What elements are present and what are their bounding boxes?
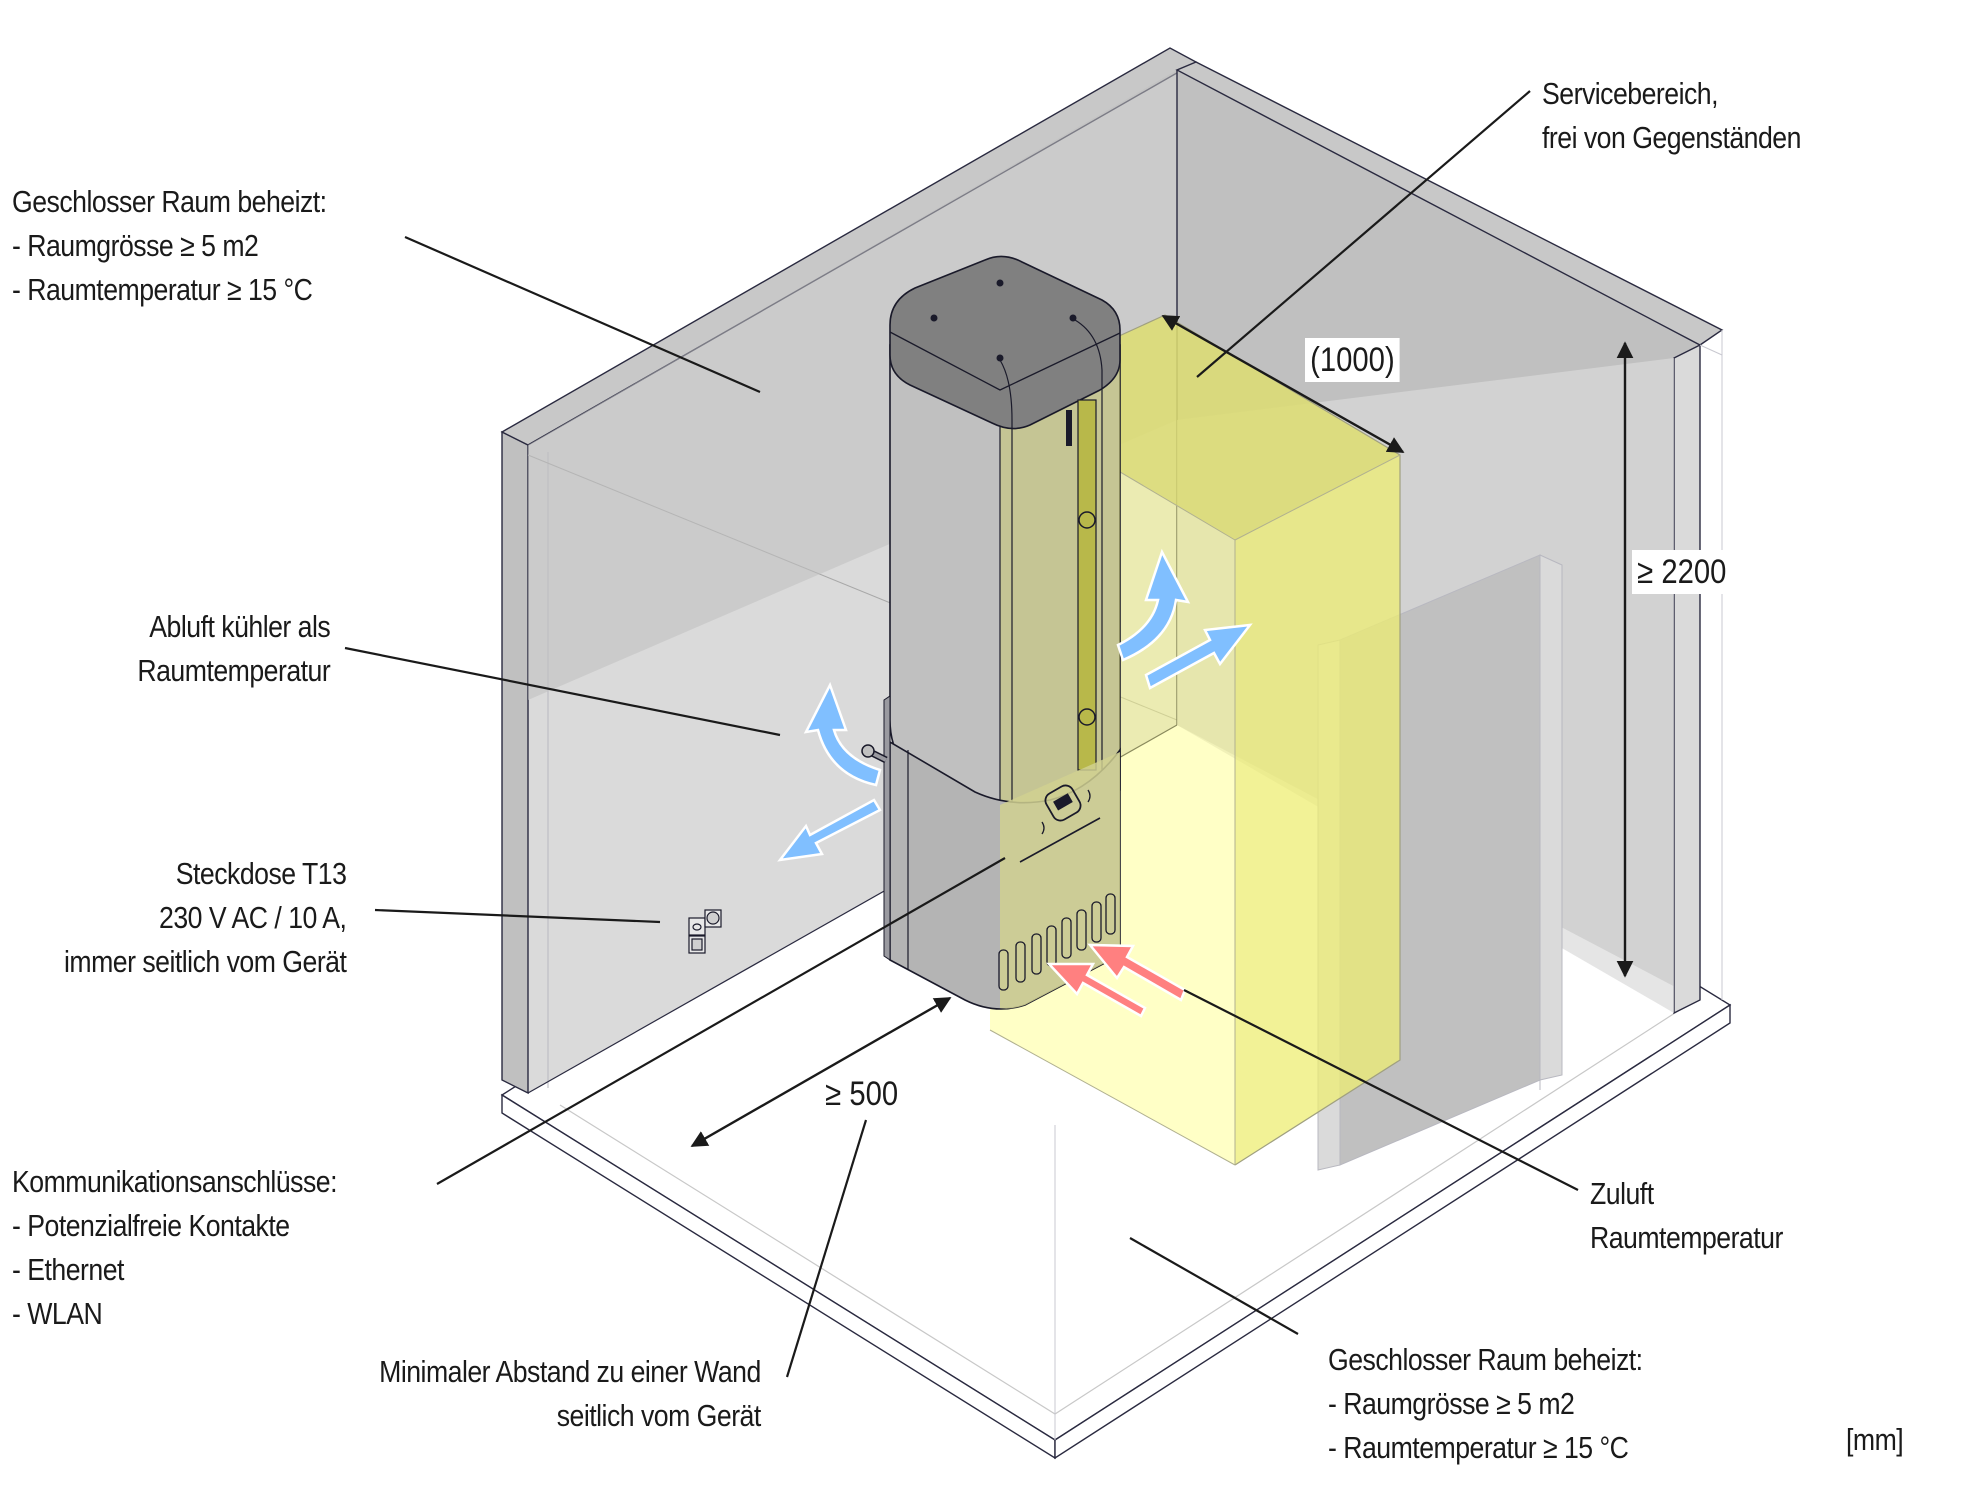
supply-arrows bbox=[1046, 943, 1187, 1018]
label-room-bottom-item: - Raumgrösse ≥ 5 m2 bbox=[1328, 1386, 1575, 1421]
label-room-bottom-item: - Raumtemperatur ≥ 15 °C bbox=[1328, 1430, 1629, 1465]
power-socket-icon bbox=[688, 909, 722, 954]
label-exhaust-air: Abluft kühler als Raumtemperatur bbox=[137, 605, 330, 693]
leader-supply bbox=[1183, 989, 1579, 1191]
label-socket-line: Steckdose T13 bbox=[175, 856, 346, 891]
label-min-distance-line: Minimaler Abstand zu einer Wand bbox=[379, 1354, 761, 1389]
units-label: [mm] bbox=[1846, 1422, 1904, 1457]
straight-arrow-icon bbox=[1144, 623, 1253, 690]
curved-arrow-icon bbox=[803, 681, 882, 787]
label-communication: Kommunikationsanschlüsse: - Potenzialfre… bbox=[12, 1160, 337, 1336]
leader-exhaust bbox=[344, 646, 781, 737]
label-room-top-item: - Raumtemperatur ≥ 15 °C bbox=[12, 272, 313, 307]
label-service-area: Servicebereich, frei von Gegenständen bbox=[1542, 72, 1801, 160]
leader-communication bbox=[436, 857, 1006, 1185]
label-room-bottom: Geschlosser Raum beheizt: - Raumgrösse ≥… bbox=[1328, 1338, 1643, 1470]
label-exhaust-air-line: Raumtemperatur bbox=[137, 653, 330, 688]
label-service-area-line: frei von Gegenständen bbox=[1542, 120, 1801, 155]
exhaust-arrows bbox=[777, 548, 1253, 862]
label-supply-air-line: Raumtemperatur bbox=[1590, 1220, 1783, 1255]
dimension-side-clearance: ≥ 500 bbox=[825, 1075, 899, 1113]
dimension-room-height: ≥ 2200 bbox=[1632, 550, 1732, 594]
leader-service-area bbox=[1196, 90, 1531, 378]
straight-arrow-icon bbox=[1087, 943, 1187, 1002]
label-room-top-item: - Raumgrösse ≥ 5 m2 bbox=[12, 228, 259, 263]
label-communication-title: Kommunikationsanschlüsse: bbox=[12, 1164, 337, 1199]
label-supply-air-line: Zuluft bbox=[1590, 1176, 1654, 1211]
service-depth-dimension bbox=[1161, 314, 1405, 454]
straight-arrow-icon bbox=[1046, 962, 1147, 1018]
leader-room-bottom bbox=[1129, 1237, 1299, 1335]
side-clearance-dimension bbox=[690, 996, 952, 1148]
label-communication-item: - WLAN bbox=[12, 1296, 103, 1331]
curved-arrow-icon bbox=[1116, 548, 1191, 662]
heat-pump-appliance bbox=[861, 255, 1121, 1010]
label-communication-item: - Potenzialfreie Kontakte bbox=[12, 1208, 290, 1243]
leader-socket bbox=[374, 908, 661, 924]
label-min-distance: Minimaler Abstand zu einer Wand seitlich… bbox=[379, 1350, 761, 1438]
straight-arrow-icon bbox=[777, 798, 882, 862]
dimension-lines bbox=[690, 314, 1634, 1148]
leader-room-top bbox=[404, 235, 761, 394]
dimension-service-depth: (1000) bbox=[1305, 338, 1400, 382]
label-min-distance-line: seitlich vom Gerät bbox=[556, 1398, 762, 1433]
label-service-area-line: Servicebereich, bbox=[1542, 76, 1719, 111]
label-socket: Steckdose T13 230 V AC / 10 A, immer sei… bbox=[63, 852, 347, 984]
leader-lines bbox=[344, 90, 1579, 1378]
label-socket-line: immer seitlich vom Gerät bbox=[63, 944, 347, 979]
label-room-top-title: Geschlosser Raum beheizt: bbox=[12, 184, 327, 219]
label-room-top: Geschlosser Raum beheizt: - Raumgrösse ≥… bbox=[12, 180, 327, 312]
label-exhaust-air-line: Abluft kühler als bbox=[149, 609, 330, 644]
label-socket-line: 230 V AC / 10 A, bbox=[158, 900, 347, 935]
label-communication-item: - Ethernet bbox=[12, 1252, 124, 1287]
leader-min-distance bbox=[785, 1119, 868, 1378]
label-room-bottom-title: Geschlosser Raum beheizt: bbox=[1328, 1342, 1643, 1377]
label-supply-air: Zuluft Raumtemperatur bbox=[1590, 1172, 1783, 1260]
